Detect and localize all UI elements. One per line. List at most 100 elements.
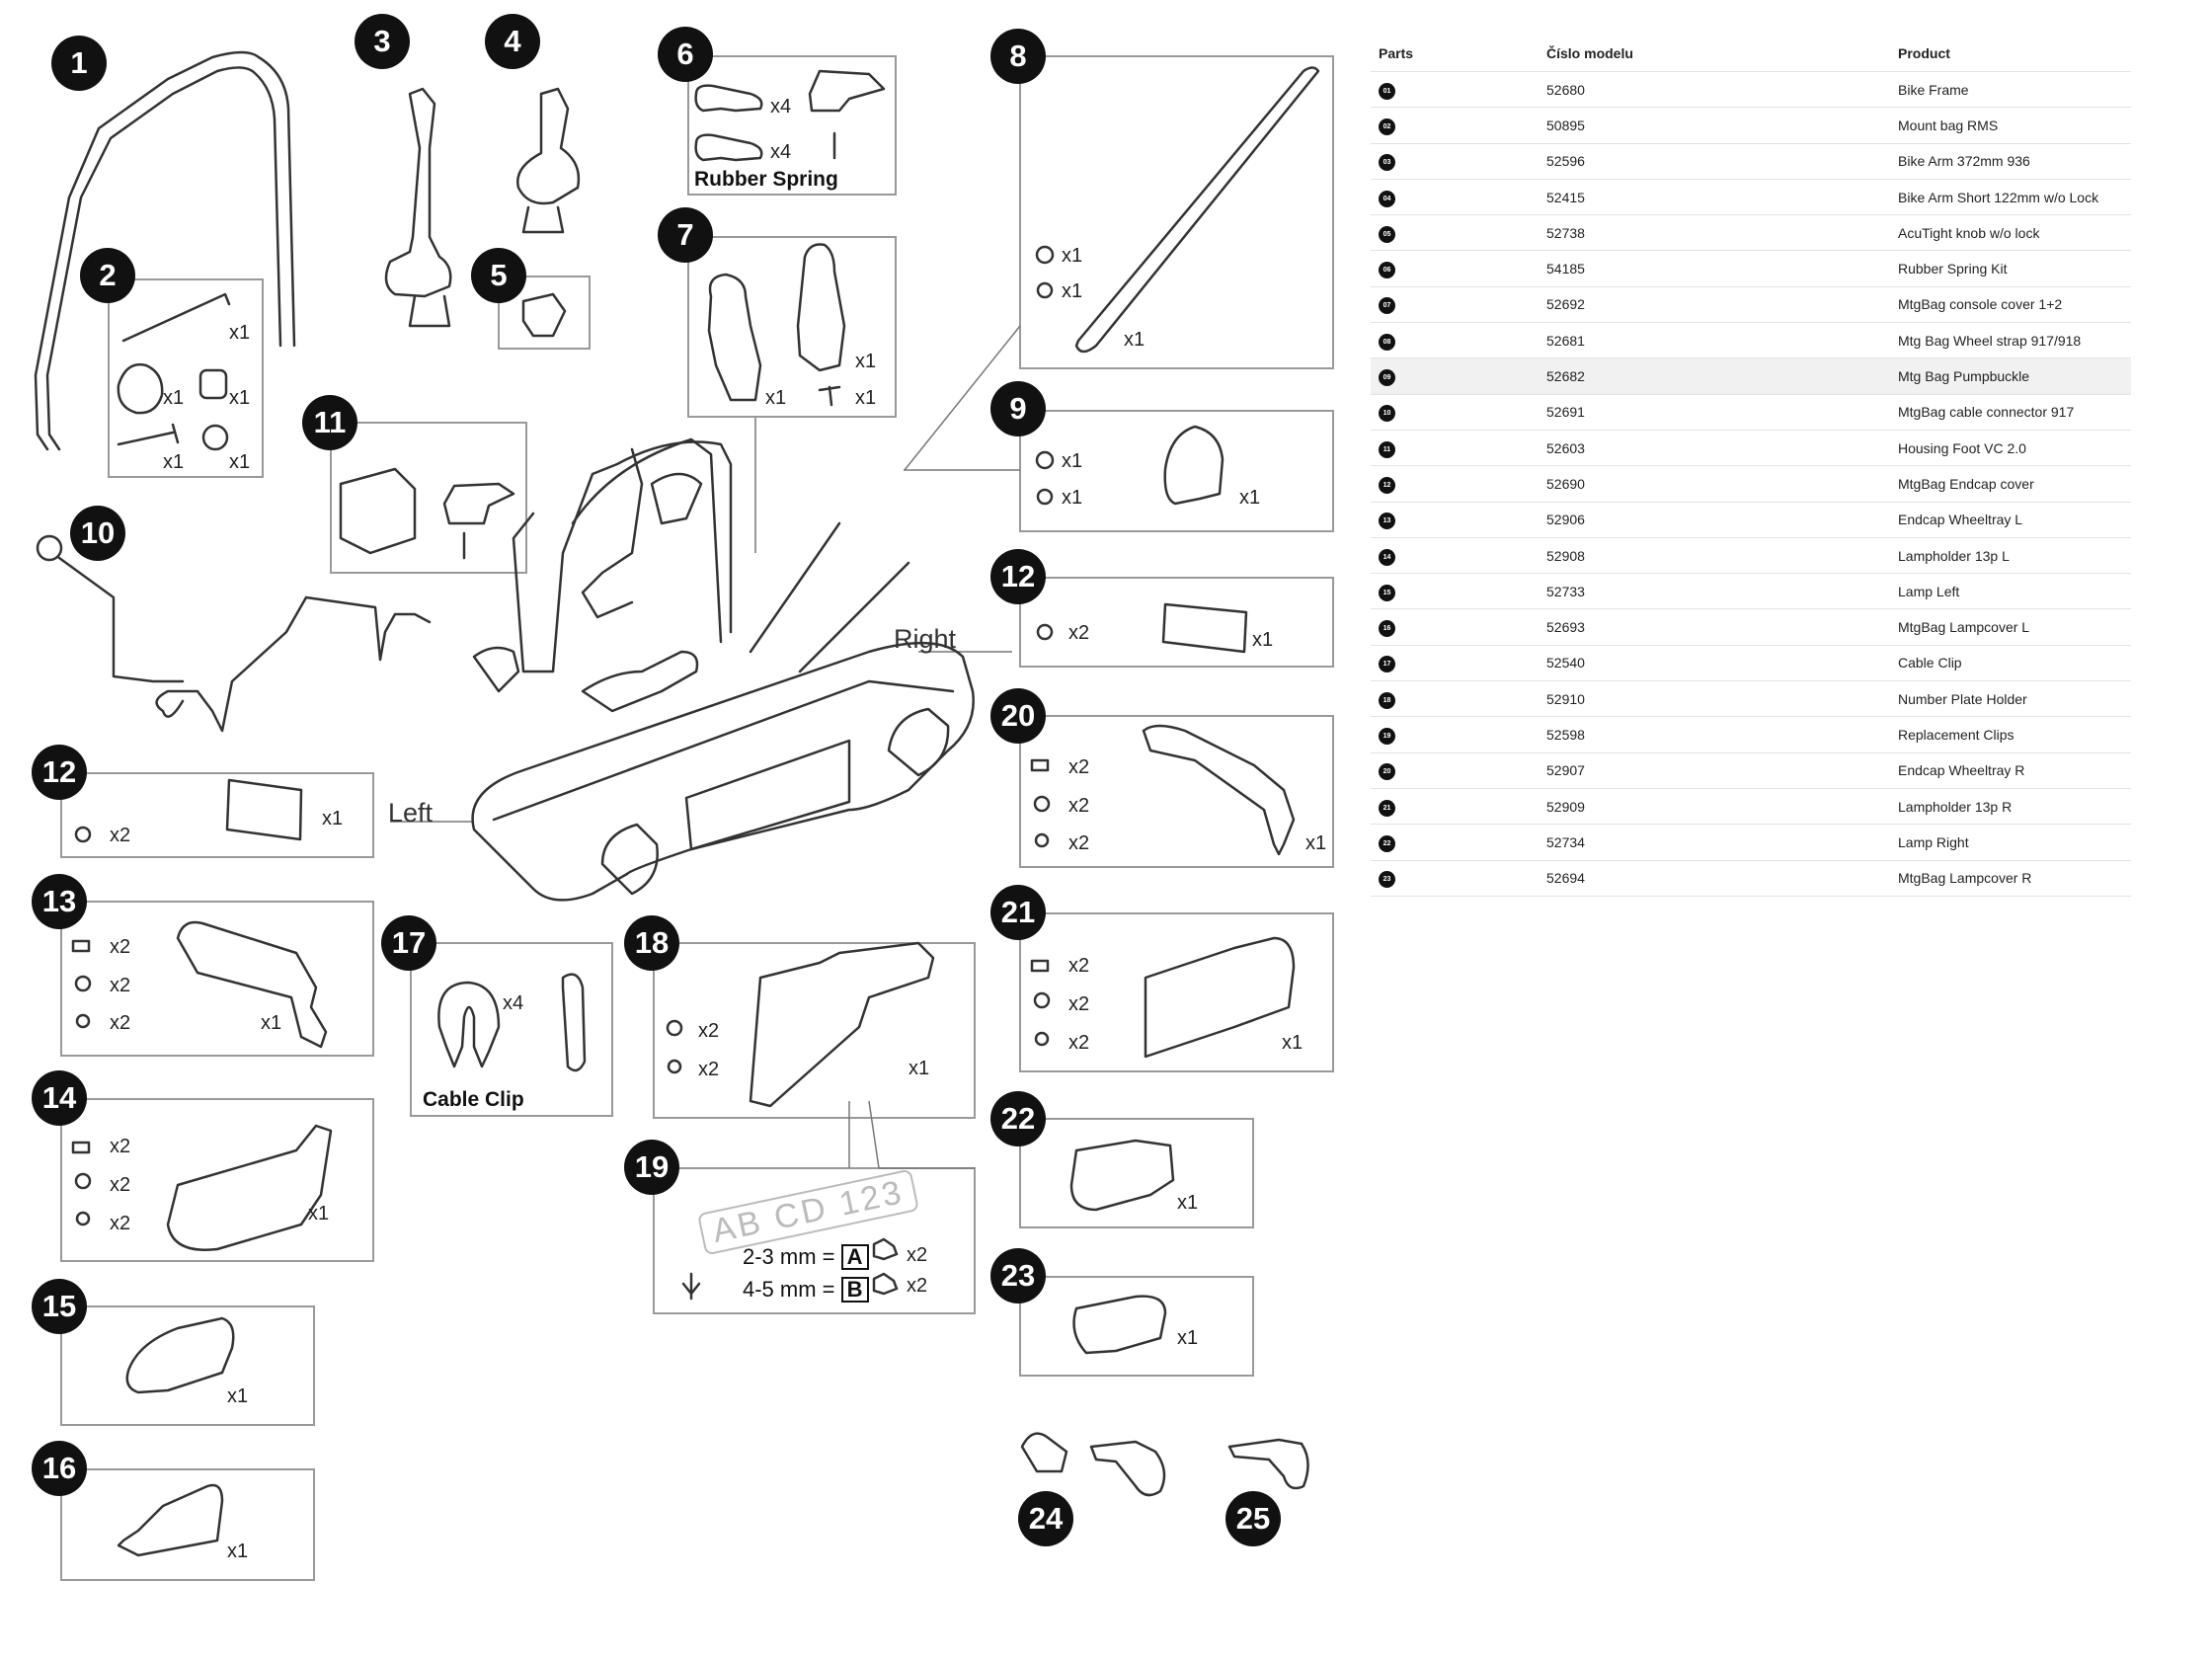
part-box-22 (1019, 1118, 1254, 1228)
part-cell: 09 (1371, 366, 1546, 387)
callout-4: 4 (485, 14, 540, 69)
product-name: MtgBag Lampcover L (1898, 619, 2030, 636)
model-number: 52682 (1546, 368, 1585, 385)
callout-10: 10 (70, 506, 125, 561)
part-box-5 (498, 276, 591, 350)
model-number: 52693 (1546, 619, 1585, 636)
part-box-7 (687, 236, 897, 418)
qty-18a: x2 (698, 1020, 720, 1042)
part-number-badge: 22 (1379, 834, 1395, 852)
part-number-badge: 07 (1379, 297, 1395, 315)
qty-9b: x1 (1062, 487, 1083, 509)
callout-12-right: 12 (990, 549, 1046, 604)
part-cell: 18 (1371, 689, 1546, 709)
qty-12r-b: x1 (1252, 629, 1274, 651)
part-number-badge: 04 (1379, 190, 1395, 207)
part-number-badge: 09 (1379, 369, 1395, 387)
callout-1: 1 (51, 36, 107, 91)
part-number-badge: 01 (1379, 82, 1395, 100)
part-box-14 (60, 1098, 374, 1262)
model-number: 52598 (1546, 726, 1585, 743)
qty-6a: x4 (770, 96, 792, 118)
callout-2: 2 (80, 248, 135, 303)
spec-a-text: 2-3 mm = (743, 1244, 835, 1269)
diagram-linework (34, 50, 1334, 1581)
part-cell: 11 (1371, 438, 1546, 458)
parts-table-header: Parts Číslo modelu Product (1371, 36, 2131, 72)
model-number: 52908 (1546, 547, 1585, 564)
qty-12r-a: x2 (1068, 622, 1090, 644)
qty-2-knob: x1 (163, 387, 185, 409)
callout-23: 23 (990, 1248, 1046, 1304)
part-cell: 19 (1371, 725, 1546, 745)
part-cell: 23 (1371, 868, 1546, 889)
model-number: 52681 (1546, 332, 1585, 349)
qty-19b: x2 (907, 1275, 928, 1297)
callout-19: 19 (624, 1140, 679, 1195)
part-number-badge: 06 (1379, 262, 1395, 279)
qty-23: x1 (1177, 1327, 1199, 1349)
callout-15: 15 (32, 1279, 87, 1334)
qty-6b: x4 (770, 141, 792, 163)
part-cell: 01 (1371, 80, 1546, 100)
part-cell: 21 (1371, 797, 1546, 817)
part-box-18 (653, 942, 976, 1119)
callout-18: 18 (624, 915, 679, 971)
qty-13c: x2 (110, 1012, 131, 1034)
part-number-badge: 08 (1379, 333, 1395, 351)
qty-9a: x1 (1062, 450, 1083, 472)
model-number: 52596 (1546, 153, 1585, 170)
part-number-badge: 13 (1379, 513, 1395, 530)
left-side-label: Left (388, 798, 434, 828)
qty-2-key: x1 (229, 322, 251, 344)
model-number: 52906 (1546, 512, 1585, 528)
table-row: 09 52682 Mtg Bag Pumpbuckle (1371, 358, 2131, 395)
qty-17a: x4 (503, 992, 524, 1014)
part-box-13 (60, 901, 374, 1057)
qty-19a: x2 (907, 1244, 928, 1266)
product-name: Endcap Wheeltray L (1898, 512, 2023, 528)
right-side-label: Right (894, 624, 957, 654)
model-number: 52907 (1546, 762, 1585, 779)
product-name: Bike Frame (1898, 81, 1969, 98)
model-number: 52603 (1546, 439, 1585, 456)
header-parts: Parts (1379, 45, 1414, 61)
product-name: MtgBag cable connector 917 (1898, 404, 2075, 421)
qty-16: x1 (227, 1540, 249, 1562)
part-number-badge: 03 (1379, 154, 1395, 172)
part-box-19 (653, 1167, 976, 1314)
qty-22: x1 (1177, 1192, 1199, 1214)
qty-8a: x1 (1062, 245, 1083, 267)
qty-9c: x1 (1239, 487, 1261, 509)
product-name: Mtg Bag Pumpbuckle (1898, 368, 2030, 385)
qty-20a: x2 (1068, 756, 1090, 778)
qty-13d: x1 (261, 1012, 282, 1034)
part-cell: 03 (1371, 151, 1546, 172)
product-name: Lampholder 13p L (1898, 547, 2010, 564)
part-cell: 04 (1371, 188, 1546, 207)
part-cell: 02 (1371, 116, 1546, 135)
qty-12l-b: x1 (322, 808, 344, 830)
header-product: Product (1898, 45, 1950, 61)
qty-13a: x2 (110, 936, 131, 958)
qty-20c: x2 (1068, 832, 1090, 854)
part-box-9 (1019, 410, 1334, 532)
qty-2-spacer: x1 (229, 387, 251, 409)
product-name: Cable Clip (1898, 655, 1962, 672)
part-number-badge: 23 (1379, 871, 1395, 889)
callout-5: 5 (471, 248, 526, 303)
part-box-20 (1019, 715, 1334, 868)
part-box-15 (60, 1305, 315, 1426)
part-cell: 17 (1371, 653, 1546, 673)
spec-b-box: B (840, 1277, 869, 1303)
part-box-17 (410, 942, 613, 1117)
qty-7c: x1 (855, 387, 877, 409)
model-number: 52692 (1546, 296, 1585, 313)
